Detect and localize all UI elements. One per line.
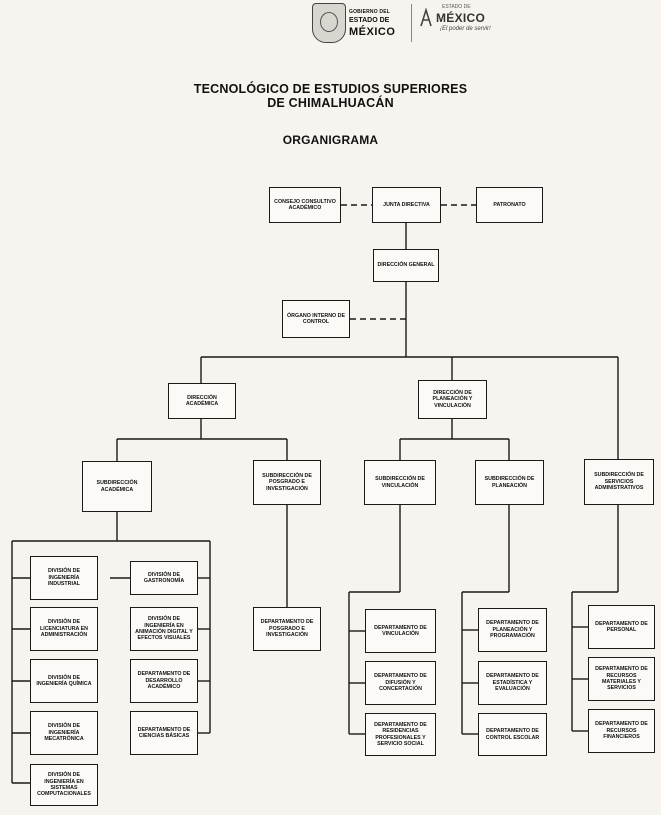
node-departamento-vinculacion: DEPARTAMENTO DE VINCULACIÓN bbox=[365, 609, 436, 653]
node-subdireccion-posgrado: SUBDIRECCIÓN DE POSGRADO E INVESTIGACIÓN bbox=[253, 460, 321, 505]
node-subdireccion-servicios: SUBDIRECCIÓN DE SERVICIOS ADMINISTRATIVO… bbox=[584, 459, 654, 505]
node-patronato: PATRONATO bbox=[476, 187, 543, 223]
node-departamento-personal: DEPARTAMENTO DE PERSONAL bbox=[588, 605, 655, 649]
logo-left-line1: GOBIERNO DEL bbox=[349, 9, 391, 15]
institution-title-line1: TECNOLÓGICO DE ESTUDIOS SUPERIORES bbox=[193, 82, 468, 96]
brand-mark-icon bbox=[420, 7, 432, 27]
node-departamento-recursos-financieros: DEPARTAMENTO DE RECURSOS FINANCIEROS bbox=[588, 709, 655, 753]
node-division-mecatronica: DIVISIÓN DE INGENIERÍA MECATRÓNICA bbox=[30, 711, 98, 755]
node-departamento-control-escolar: DEPARTAMENTO DE CONTROL ESCOLAR bbox=[478, 713, 547, 756]
node-division-administracion: DIVISIÓN DE LICENCIATURA EN ADMINISTRACI… bbox=[30, 607, 98, 651]
node-departamento-difusion: DEPARTAMENTO DE DIFUSIÓN Y CONCERTACIÓN bbox=[365, 661, 436, 705]
node-division-quimica: DIVISIÓN DE INGENIERÍA QUÍMICA bbox=[30, 659, 98, 703]
node-departamento-planeacion: DEPARTAMENTO DE PLANEACIÓN Y PROGRAMACIÓ… bbox=[478, 608, 547, 652]
node-departamento-residencias: DEPARTAMENTO DE RESIDENCIAS PROFESIONALE… bbox=[365, 713, 436, 756]
estado-mexico-brand-logo: ESTADO DE MÉXICO ¡El poder de servir! bbox=[418, 4, 518, 44]
logo-left-line2: ESTADO DE bbox=[349, 17, 390, 24]
logo-right-brand: MÉXICO bbox=[436, 11, 486, 25]
node-direccion-general: DIRECCIÓN GENERAL bbox=[373, 249, 439, 282]
node-departamento-recursos-materiales: DEPARTAMENTO DE RECURSOS MATERIALES Y SE… bbox=[588, 657, 655, 701]
node-direccion-planeacion: DIRECCIÓN DE PLANEACIÓN Y VINCULACIÓN bbox=[418, 380, 487, 419]
state-seal-icon bbox=[312, 3, 346, 43]
logo-right-line1: ESTADO DE bbox=[442, 4, 471, 10]
node-junta-directiva: JUNTA DIRECTIVA bbox=[372, 187, 441, 223]
node-division-sistemas: DIVISIÓN DE INGENIERÍA EN SISTEMAS COMPU… bbox=[30, 764, 98, 806]
logo-left-line3: MÉXICO bbox=[349, 26, 396, 38]
node-subdireccion-planeacion: SUBDIRECCIÓN DE PLANEACIÓN bbox=[475, 460, 544, 505]
logo-divider bbox=[411, 4, 412, 42]
node-departamento-desarrollo-academico: DEPARTAMENTO DE DESARROLLO ACADÉMICO bbox=[130, 659, 198, 703]
organigrama-title: ORGANIGRAMA bbox=[282, 133, 379, 147]
institution-title-line2: DE CHIMALHUACÁN bbox=[267, 96, 394, 110]
node-division-gastronomia: DIVISIÓN DE GASTRONOMÍA bbox=[130, 561, 198, 595]
node-departamento-estadistica: DEPARTAMENTO DE ESTADÍSTICA Y EVALUACIÓN bbox=[478, 661, 547, 705]
node-division-animacion: DIVISIÓN DE INGENIERÍA EN ANIMACIÓN DIGI… bbox=[130, 607, 198, 651]
node-subdireccion-academica: SUBDIRECCIÓN ACADÉMICA bbox=[82, 461, 152, 512]
node-departamento-ciencias-basicas: DEPARTAMENTO DE CIENCIAS BÁSICAS bbox=[130, 711, 198, 755]
node-division-industrial: DIVISIÓN DE INGENIERÍA INDUSTRIAL bbox=[30, 556, 98, 600]
node-subdireccion-vinculacion: SUBDIRECCIÓN DE VINCULACIÓN bbox=[364, 460, 436, 505]
node-departamento-posgrado: DEPARTAMENTO DE POSGRADO E INVESTIGACIÓN bbox=[253, 607, 321, 651]
node-organo-interno: ÓRGANO INTERNO DE CONTROL bbox=[282, 300, 350, 338]
node-consejo-consultivo: CONSEJO CONSULTIVO ACADÉMICO bbox=[269, 187, 341, 223]
logo-right-tagline: ¡El poder de servir! bbox=[440, 26, 491, 32]
node-direccion-academica: DIRECCIÓN ACADÉMICA bbox=[168, 383, 236, 419]
gobierno-estado-mexico-logo: GOBIERNO DEL ESTADO DE MÉXICO bbox=[312, 3, 404, 45]
